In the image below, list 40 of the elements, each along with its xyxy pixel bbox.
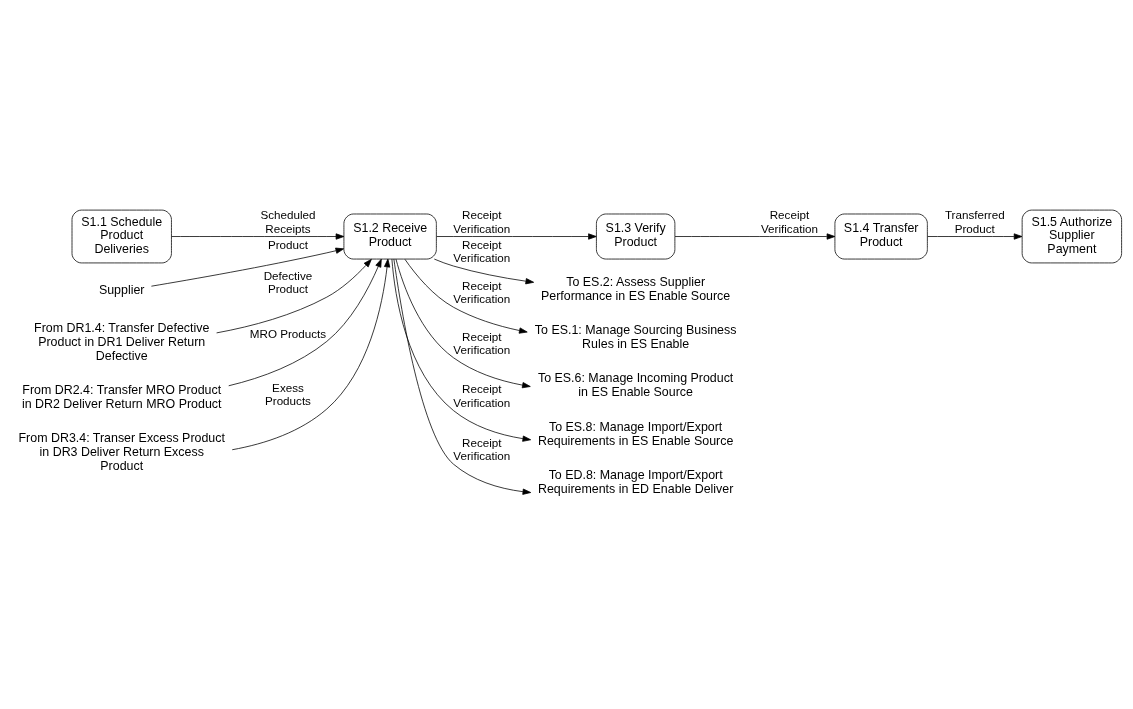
arrow [231, 258, 391, 450]
node-text: Supplier [98, 282, 145, 297]
node-text: To ES.6: Manage Incoming Product in ES Enable Source [537, 370, 734, 399]
arrow [436, 232, 597, 240]
arrow [395, 258, 531, 388]
node-box: S1.4 Transfer Product [834, 213, 928, 259]
edge-label: Product [267, 237, 309, 251]
arrow [228, 258, 382, 386]
edge-label: Defective Product [263, 268, 313, 295]
arrow [927, 232, 1023, 240]
node-box: S1.2 Receive Product [343, 213, 437, 259]
arrow [404, 258, 528, 334]
node-box: S1.3 Verify Product [596, 213, 676, 259]
arrow [433, 258, 535, 284]
edge-label: Receipt Verification [453, 207, 511, 235]
edge-label: Receipt Verification [453, 329, 511, 356]
edge-label: Receipt Verification [760, 207, 818, 235]
node-box: S1.5 Authorize Supplier Payment [1021, 209, 1122, 263]
edge-label: Scheduled Receipts [260, 207, 316, 235]
node-text: From DR3.4: Transer Excess Product in DR3 Deliver Return Excess Product [18, 430, 225, 473]
arrow [393, 258, 532, 495]
arrow [151, 247, 345, 287]
edge-label: Receipt Verification [453, 278, 511, 305]
arrow [216, 258, 372, 333]
node-text: To ED.8: Manage Import/Export Requirements in ED Enable Deliver [537, 467, 734, 496]
edge-label: Receipt Verification [453, 381, 511, 409]
node-text: From DR2.4: Transfer MRO Product in DR2 Deliver Return MRO Product [21, 382, 222, 411]
arrow [391, 258, 532, 442]
node-text: From DR1.4: Transfer Defective Product in DR1 Deliver Return Defective [34, 320, 210, 363]
edge-label: Transferred Product [944, 207, 1005, 235]
arrow [674, 232, 836, 240]
edge-label: MRO Products [249, 326, 327, 340]
arrow [171, 232, 345, 240]
node-text: To ES.2: Assess Supplier Performance in ES Enable Source [541, 274, 731, 303]
node-text: To ES.1: Manage Sourcing Business Rules in ES Enable [534, 322, 737, 351]
edge-label: Exess Products [265, 380, 311, 407]
node-box: S1.1 Schedule Product Deliveries [71, 209, 172, 263]
node-text: To ES.8: Manage Import/Export Requirements in ES Enable Source [537, 419, 734, 448]
edge-label: Receipt Verification [453, 435, 511, 462]
edge-label: Receipt Verification [453, 237, 511, 264]
